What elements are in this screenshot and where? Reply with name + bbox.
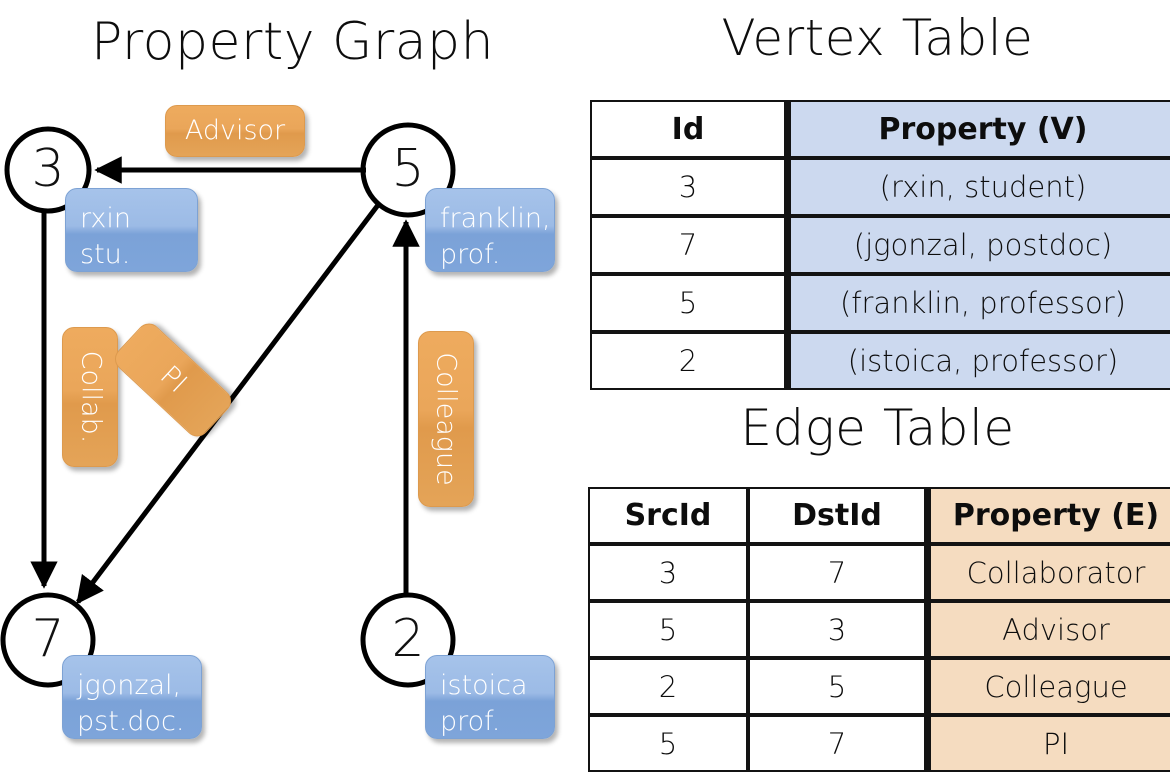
cell-srcid: 2 bbox=[588, 658, 748, 715]
cell-id: 7 bbox=[590, 216, 786, 274]
vertex-property-line1: franklin, bbox=[440, 203, 551, 234]
vertex-property-box-2[interactable]: istoica prof. bbox=[425, 655, 555, 739]
table-row[interactable]: 5 3 Advisor bbox=[588, 601, 1170, 658]
edge-property-box-advisor[interactable]: Advisor bbox=[165, 105, 305, 157]
cell-id: 5 bbox=[590, 274, 786, 332]
vertex-property-box-5[interactable]: franklin, prof. bbox=[425, 188, 555, 272]
edge-property-label: Collab. bbox=[75, 350, 106, 444]
edge-property-label: Colleague bbox=[431, 352, 462, 486]
cell-property: (jgonzal, postdoc) bbox=[786, 216, 1170, 274]
edge-table: SrcId DstId Property (E) 3 7 Collaborato… bbox=[588, 487, 1170, 772]
column-header-dstid: DstId bbox=[748, 487, 926, 544]
page-title-property-graph: Property Graph bbox=[90, 12, 495, 72]
vertex-property-line2: stu. bbox=[80, 239, 131, 270]
cell-property: Collaborator bbox=[926, 544, 1170, 601]
cell-dstid: 5 bbox=[748, 658, 926, 715]
vertex-property-line1: rxin bbox=[80, 203, 131, 234]
edge-property-label: PI bbox=[153, 360, 193, 400]
cell-property: (franklin, professor) bbox=[786, 274, 1170, 332]
table-row[interactable]: 7 (jgonzal, postdoc) bbox=[590, 216, 1170, 274]
edge-property-label: Advisor bbox=[184, 115, 286, 146]
table-row[interactable]: 3 7 Collaborator bbox=[588, 544, 1170, 601]
vertex-property-line1: istoica bbox=[440, 670, 528, 701]
column-header-property-v: Property (V) bbox=[786, 100, 1170, 158]
section-title-vertex-table: Vertex Table bbox=[721, 9, 1034, 67]
cell-property: Advisor bbox=[926, 601, 1170, 658]
cell-property: (rxin, student) bbox=[786, 158, 1170, 216]
cell-dstid: 3 bbox=[748, 601, 926, 658]
edge-property-box-colleague[interactable]: Colleague bbox=[418, 331, 474, 507]
vertex-table: Id Property (V) 3 (rxin, student) 7 (jgo… bbox=[590, 100, 1170, 390]
cell-property: Colleague bbox=[926, 658, 1170, 715]
cell-id: 2 bbox=[590, 332, 786, 390]
edge-property-box-collab[interactable]: Collab. bbox=[62, 327, 118, 467]
table-header-row: Id Property (V) bbox=[590, 100, 1170, 158]
cell-srcid: 5 bbox=[588, 715, 748, 772]
vertex-property-box-3[interactable]: rxin stu. bbox=[65, 188, 198, 272]
table-row[interactable]: 5 (franklin, professor) bbox=[590, 274, 1170, 332]
property-graph-diagram: 3 5 7 2 rxin stu. franklin, prof. jgonza… bbox=[0, 0, 585, 760]
cell-srcid: 5 bbox=[588, 601, 748, 658]
section-title-edge-table: Edge Table bbox=[740, 399, 1015, 457]
table-row[interactable]: 5 7 PI bbox=[588, 715, 1170, 772]
vertex-property-line2: prof. bbox=[440, 239, 501, 270]
table-row[interactable]: 3 (rxin, student) bbox=[590, 158, 1170, 216]
cell-id: 3 bbox=[590, 158, 786, 216]
cell-srcid: 3 bbox=[588, 544, 748, 601]
column-header-srcid: SrcId bbox=[588, 487, 748, 544]
table-row[interactable]: 2 (istoica, professor) bbox=[590, 332, 1170, 390]
vertex-property-line2: pst.doc. bbox=[77, 706, 185, 737]
cell-property: (istoica, professor) bbox=[786, 332, 1170, 390]
table-row[interactable]: 2 5 Colleague bbox=[588, 658, 1170, 715]
vertex-property-box-7[interactable]: jgonzal, pst.doc. bbox=[62, 655, 202, 739]
vertex-property-line1: jgonzal, bbox=[77, 670, 182, 701]
table-header-row: SrcId DstId Property (E) bbox=[588, 487, 1170, 544]
column-header-property-e: Property (E) bbox=[926, 487, 1170, 544]
cell-dstid: 7 bbox=[748, 544, 926, 601]
column-header-id: Id bbox=[590, 100, 786, 158]
cell-property: PI bbox=[926, 715, 1170, 772]
cell-dstid: 7 bbox=[748, 715, 926, 772]
vertex-property-line2: prof. bbox=[440, 706, 501, 737]
